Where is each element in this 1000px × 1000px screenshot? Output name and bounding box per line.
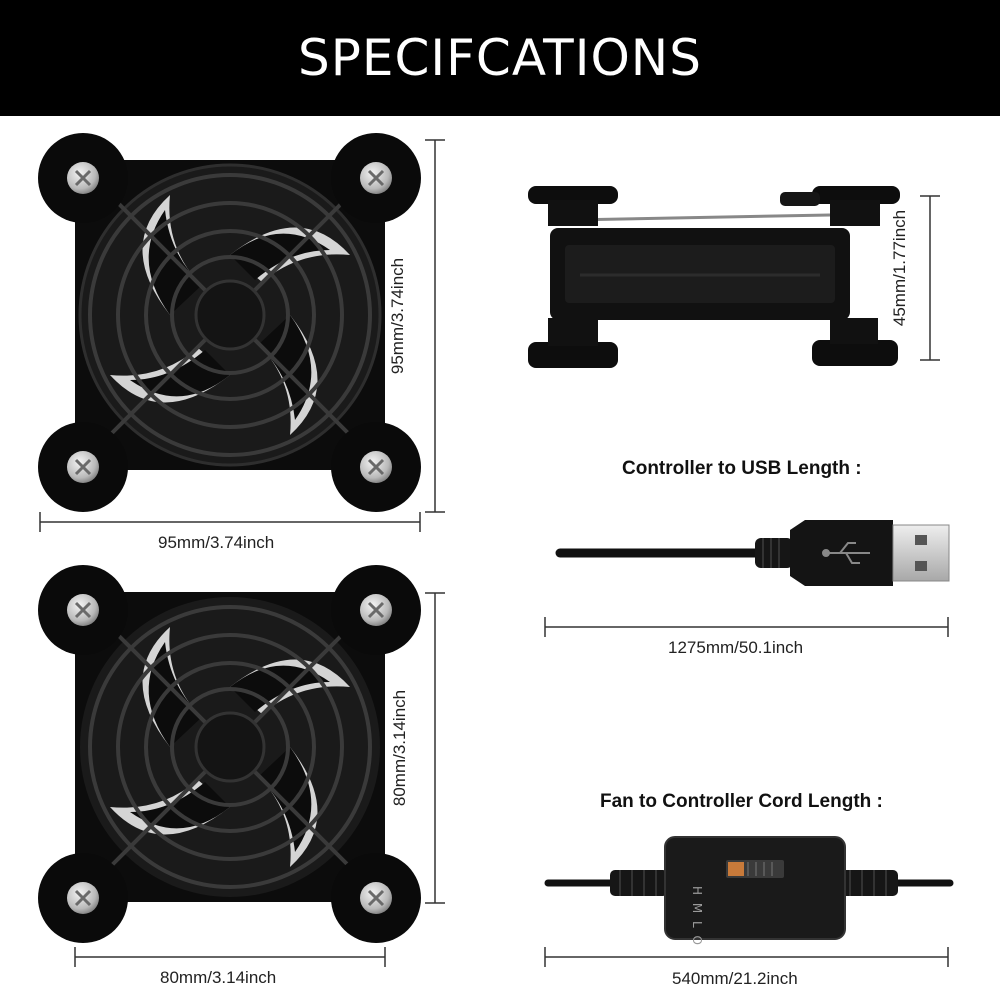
header-banner [0, 0, 1000, 116]
screw-icon [67, 162, 392, 483]
fan-side-thickness-label: 45mm/1.77inch [890, 209, 910, 327]
usb-dimension-line [544, 617, 949, 637]
fan-small-dimension-lines [74, 592, 445, 967]
controller-cord [544, 836, 954, 940]
fan-side-view [528, 186, 900, 368]
controller-cord-length-label: 540mm/21.2inch [672, 969, 798, 988]
cord-dimension-line [544, 947, 949, 967]
usb-cable-length-label: 1275mm/50.1inch [668, 638, 804, 657]
usb-cable-heading: Controller to USB Length : [622, 458, 862, 479]
fan-small-width-label: 80mm/3.14inch [160, 968, 277, 987]
fan-large-width-label: 95mm/3.74inch [158, 533, 275, 552]
speed-switch-letters: H M L O [690, 886, 704, 947]
fan-large-front [38, 133, 421, 512]
fan-large-dimension-lines [39, 139, 445, 532]
fan-large-height-label: 95mm/3.74inch [388, 257, 408, 375]
fan-small-front [38, 565, 421, 943]
usb-cable [555, 520, 950, 586]
page-title: SPECIFCATIONS [298, 29, 702, 87]
fan-side-dimension-line [920, 195, 940, 361]
controller-cord-heading: Fan to Controller Cord Length : [600, 791, 883, 812]
fan-small-height-label: 80mm/3.14inch [390, 689, 410, 807]
screw-icon [67, 594, 392, 914]
usb-icon [822, 542, 870, 564]
